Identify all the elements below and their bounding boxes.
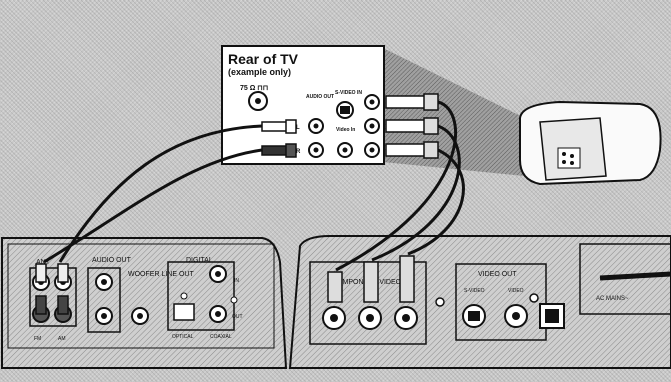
tv-video-in-label: Video In bbox=[336, 127, 355, 133]
tv-audio-plugs bbox=[261, 119, 297, 158]
left-am-label: AM bbox=[58, 336, 66, 342]
right-video-out-jacks bbox=[462, 293, 539, 328]
right-svideo-label: S-VIDEO bbox=[464, 288, 485, 294]
audio-cables bbox=[43, 124, 263, 264]
tv-panel-title: Rear of TV bbox=[228, 51, 299, 67]
tv-rear-panel: Rear of TV (example only) 75 Ω ⊓⊓ AUDIO … bbox=[221, 45, 439, 165]
tv-panel-subtitle: (example only) bbox=[228, 67, 291, 77]
left-unit-panel: ANT AUDIO OUT WOOFER LINE OUT DIGITAL OP… bbox=[1, 237, 288, 369]
tv-right-label: R bbox=[296, 149, 301, 155]
right-video-label: VIDEO bbox=[508, 288, 524, 294]
right-unit-panel: COMPONENT VIDEO VIDEO OUT S-VIDEO VIDEO … bbox=[288, 235, 671, 369]
tv-antenna-jack bbox=[248, 91, 268, 111]
left-coaxial-label: COAXIAL bbox=[210, 334, 232, 340]
left-audio-out-label: AUDIO OUT bbox=[92, 257, 132, 264]
component-video-cables bbox=[335, 100, 465, 272]
power-socket-icon bbox=[539, 303, 565, 329]
left-fm-label: FM bbox=[34, 336, 41, 342]
left-in-label: IN bbox=[234, 278, 239, 284]
tv-set-icon bbox=[519, 100, 662, 186]
tv-antenna-label: 75 Ω ⊓⊓ bbox=[240, 85, 268, 92]
left-digital-label: DIGITAL bbox=[186, 257, 213, 264]
tv-left-label: L bbox=[296, 125, 300, 131]
tv-audio-out-label: AUDIO OUT bbox=[306, 94, 334, 100]
left-audio-plugs bbox=[35, 263, 69, 315]
right-component-jacks bbox=[322, 297, 445, 330]
left-out-label: OUT bbox=[232, 314, 243, 320]
tv-rca-jacks bbox=[308, 94, 380, 158]
left-woofer-label: WOOFER LINE OUT bbox=[128, 271, 194, 278]
tv-svideo-in-label: S-VIDEO IN bbox=[335, 90, 362, 96]
left-optical-label: OPTICAL bbox=[172, 334, 194, 340]
left-antenna-label: ANT bbox=[36, 259, 51, 266]
right-ac-mains-label: AC MAINS~ bbox=[596, 296, 629, 302]
tv-svideo-jack bbox=[336, 101, 354, 119]
right-component-plugs bbox=[327, 255, 415, 303]
right-video-out-label: VIDEO OUT bbox=[478, 271, 517, 278]
power-cord bbox=[599, 271, 671, 281]
tv-component-plugs bbox=[385, 93, 439, 159]
